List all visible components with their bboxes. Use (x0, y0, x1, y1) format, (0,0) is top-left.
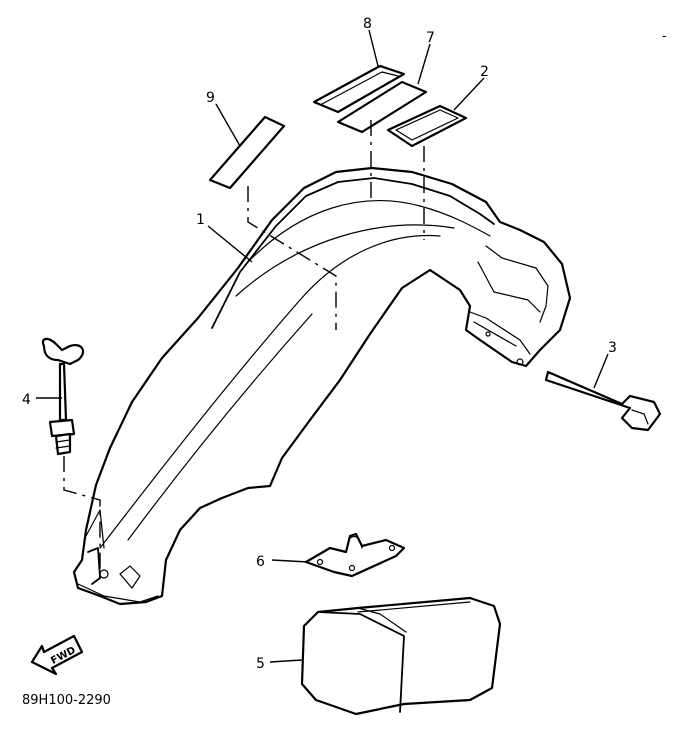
callout-9: 9 (206, 90, 215, 106)
callout-1: 1 (196, 212, 205, 228)
callout-3: 3 (608, 340, 617, 356)
callout-6: 6 (256, 554, 265, 570)
corner-mark: - (662, 29, 667, 44)
wing-bolt-part-4 (41, 337, 85, 456)
bracket-plate-part-6 (304, 532, 406, 578)
hook-bracket-part-3 (544, 370, 662, 432)
assembly-center-lines (63, 120, 425, 576)
callout-numbers: 1 2 3 4 5 6 7 8 9 (22, 16, 617, 672)
callout-8: 8 (363, 16, 372, 32)
drawing-code: 89H100-2290 (22, 693, 111, 708)
label-strip-part-8 (312, 64, 406, 114)
callout-7: 7 (426, 30, 435, 46)
gasket-part-2 (386, 104, 468, 148)
forward-arrow-icon: FWD (30, 634, 84, 676)
label-strip-part-7 (336, 80, 428, 134)
callout-leaders (36, 29, 609, 663)
callout-2: 2 (480, 64, 489, 80)
callout-5: 5 (256, 656, 265, 672)
rear-fender-part-1 (72, 166, 572, 606)
pad-block-part-5 (300, 596, 502, 716)
label-plate-part-9 (208, 115, 286, 190)
callout-4: 4 (22, 392, 31, 408)
